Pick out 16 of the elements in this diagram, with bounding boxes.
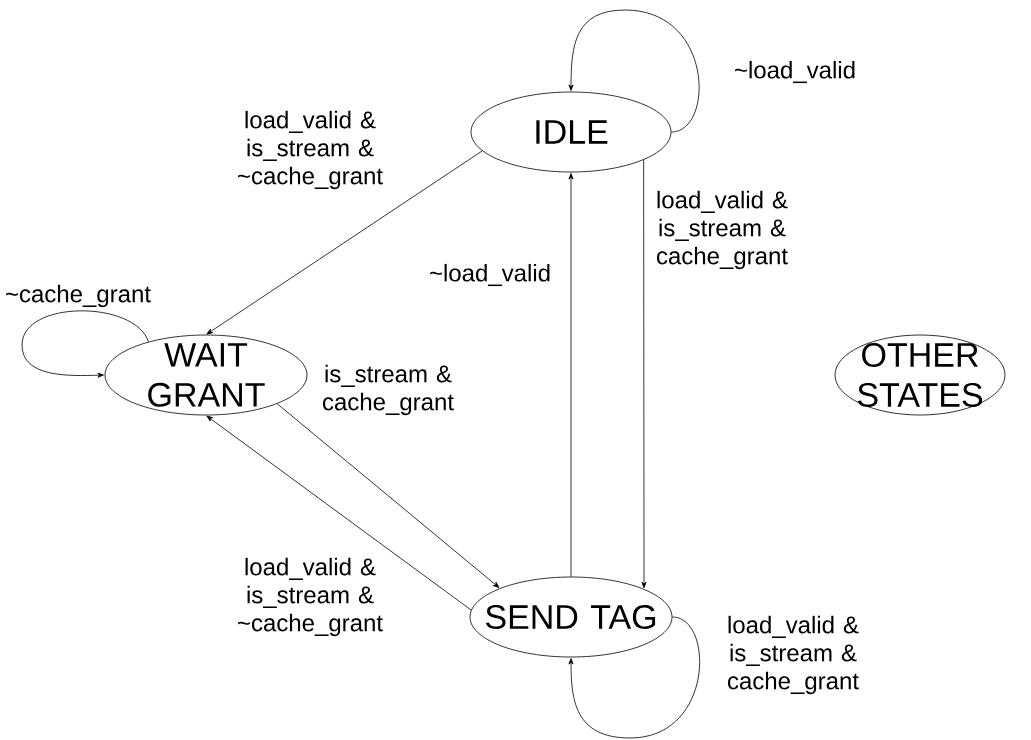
- edge-label: is_stream & cache_grant: [323, 364, 454, 416]
- self-loop-arrow: [568, 9, 700, 133]
- edge-label: ~cache_grant: [6, 284, 151, 308]
- edge-label: ~load_valid: [430, 263, 550, 287]
- edge-label: load_valid & is_stream & ~cache_grant: [238, 557, 383, 637]
- transition-arrow: [641, 159, 647, 589]
- transition-arrow: [206, 415, 472, 611]
- self-loop-arrow: [21, 310, 149, 378]
- edge-label: load_valid & is_stream & cache_grant: [657, 190, 788, 270]
- edge-label: load_valid & is_stream & cache_grant: [728, 615, 859, 695]
- transition-arrow: [206, 150, 483, 335]
- self-loop-arrow: [568, 616, 701, 739]
- edge-label: ~load_valid: [735, 60, 855, 84]
- edge-label: load_valid & is_stream & ~cache_grant: [238, 110, 383, 190]
- transition-arrow: [276, 403, 500, 588]
- transition-arrow: [568, 173, 574, 577]
